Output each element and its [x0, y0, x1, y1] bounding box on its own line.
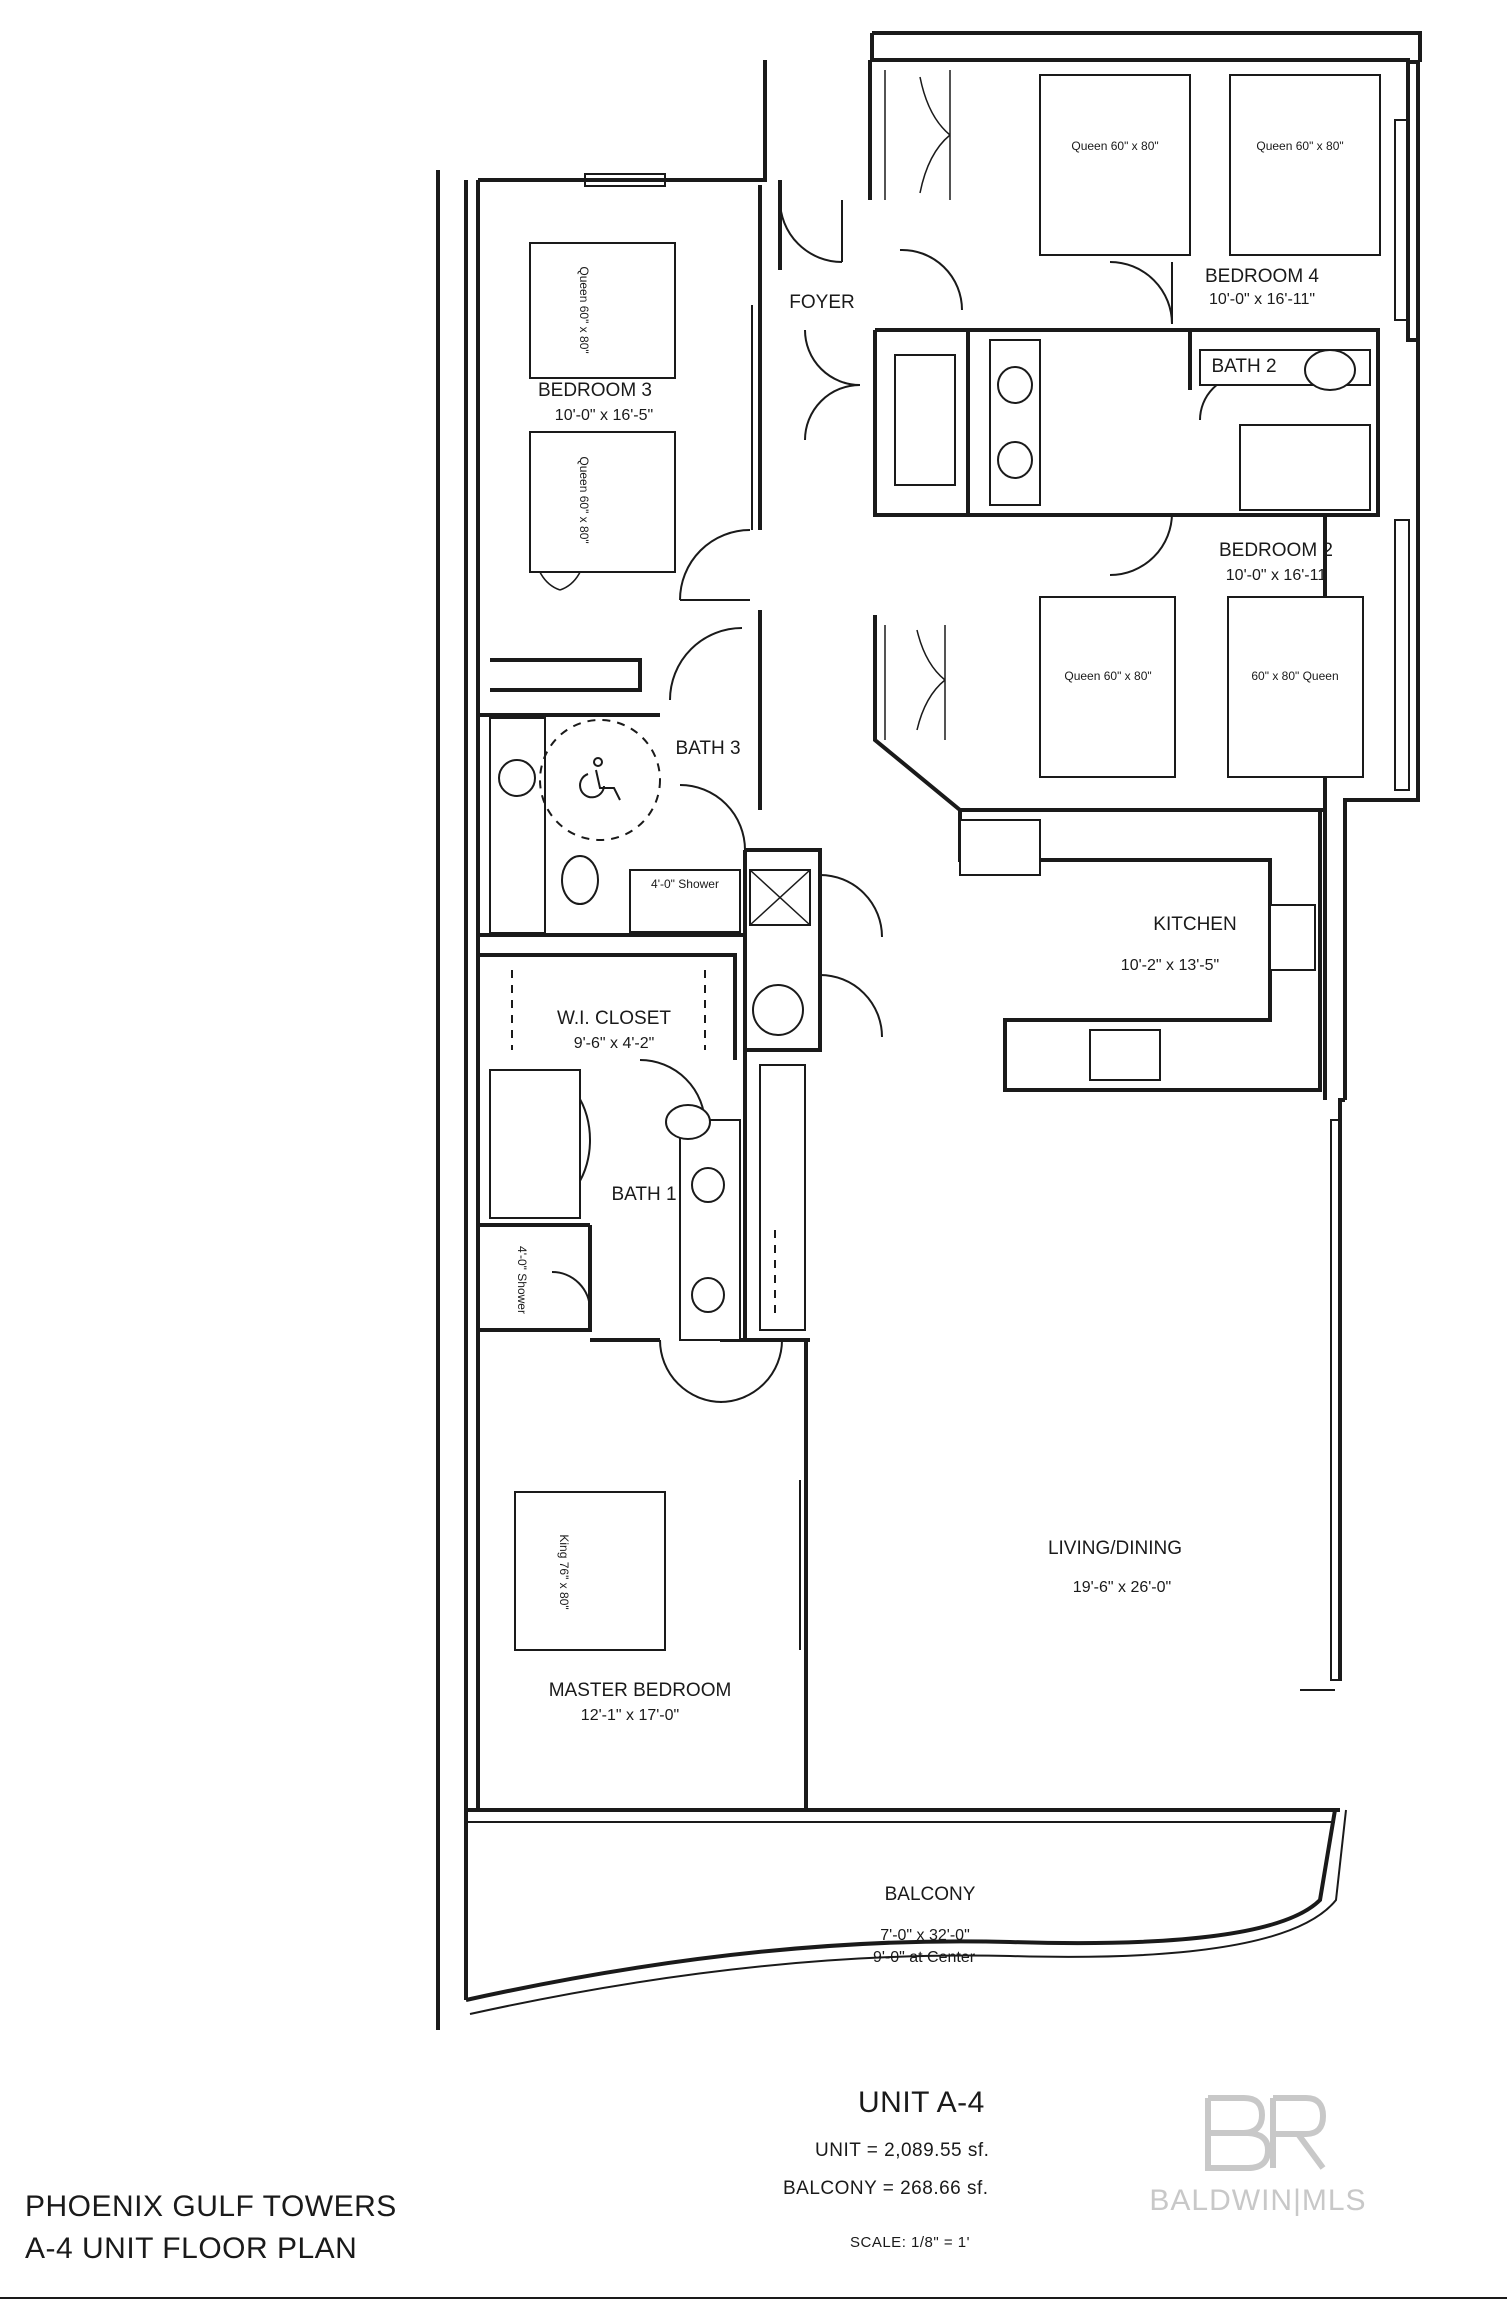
kitchen-dims: 10'-2" x 13'-5" [1121, 957, 1219, 974]
bedroom4-label: BEDROOM 4 [1205, 266, 1319, 287]
bedroom2-label: BEDROOM 2 [1219, 540, 1333, 561]
br-monogram-icon [1205, 2095, 1327, 2171]
living-dims: 19'-6" x 26'-0" [1073, 1579, 1171, 1596]
bedroom3-label: BEDROOM 3 [538, 380, 652, 401]
bedroom4-bed-right-label: Queen 60" x 80" [1256, 139, 1343, 153]
logo-text: BALDWIN|MLS [1149, 2184, 1367, 2217]
closet-doors [531, 70, 951, 740]
bath1-label: BATH 1 [611, 1184, 676, 1205]
wi-closet-dims: 9'-6" x 4'-2" [574, 1035, 655, 1052]
doors [551, 199, 1246, 1403]
kitchen-label: KITCHEN [1153, 914, 1236, 935]
bedroom4-dims: 10'-0" x 16'-11" [1209, 291, 1315, 308]
bath3-label: BATH 3 [675, 738, 740, 759]
bedroom2-dims: 10'-0" x 16'-11 [1226, 567, 1327, 584]
bedroom3-dims: 10'-0" x 16'-5" [555, 407, 653, 424]
sliding-doors [799, 1480, 1335, 1691]
bath2-label: BATH 2 [1211, 356, 1276, 377]
plan-subtitle: A-4 UNIT FLOOR PLAN [25, 2232, 358, 2265]
project-name: PHOENIX GULF TOWERS [25, 2190, 397, 2223]
wi-closet-label: W.I. CLOSET [557, 1008, 671, 1029]
bedroom4-bed-left-label: Queen 60" x 80" [1071, 139, 1158, 153]
fixtures [489, 339, 1371, 1341]
bedroom2-bed-right-label: 60" x 80" Queen [1251, 669, 1338, 683]
bedroom3-bed-top-label: Queen 60" x 80" [577, 266, 591, 353]
bath3-shower-label: 4'-0" Shower [651, 877, 719, 891]
beds [514, 74, 1381, 1651]
foyer-label: FOYER [789, 292, 854, 313]
master-bed-label: King 76" x 80" [557, 1534, 571, 1609]
turning-radius-circle [539, 719, 661, 841]
scale-note: SCALE: 1/8" = 1' [850, 2234, 971, 2251]
windows [584, 119, 1410, 1681]
living-label: LIVING/DINING [1048, 1538, 1182, 1559]
baldwin-mls-logo: BALDWIN|MLS [1108, 2088, 1408, 2238]
bedroom3-bed-bottom-label: Queen 60" x 80" [577, 456, 591, 543]
room-labels: FOYER BEDROOM 3 10'-0" x 16'-5" Queen 60… [515, 139, 1344, 1966]
balcony-area: BALCONY = 268.66 sf. [783, 2178, 989, 2199]
master-label: MASTER BEDROOM [549, 1680, 732, 1701]
unit-area: UNIT = 2,089.55 sf. [815, 2140, 990, 2161]
exterior-walls [436, 31, 1422, 2030]
closet-rods [511, 970, 776, 1320]
master-dims: 12'-1" x 17'-0" [581, 1707, 679, 1724]
balcony-dims: 7'-0" x 32'-0" [880, 1927, 970, 1944]
interior-walls [478, 60, 1380, 1810]
balcony-note: 9'-0" at Center [873, 1949, 976, 1966]
wheelchair-accessible-icon [579, 757, 621, 801]
unit-title: UNIT A-4 [858, 2086, 985, 2119]
bedroom2-bed-left-label: Queen 60" x 80" [1064, 669, 1151, 683]
bath1-shower-label: 4'-0" Shower [515, 1246, 529, 1314]
balcony-label: BALCONY [885, 1884, 976, 1905]
